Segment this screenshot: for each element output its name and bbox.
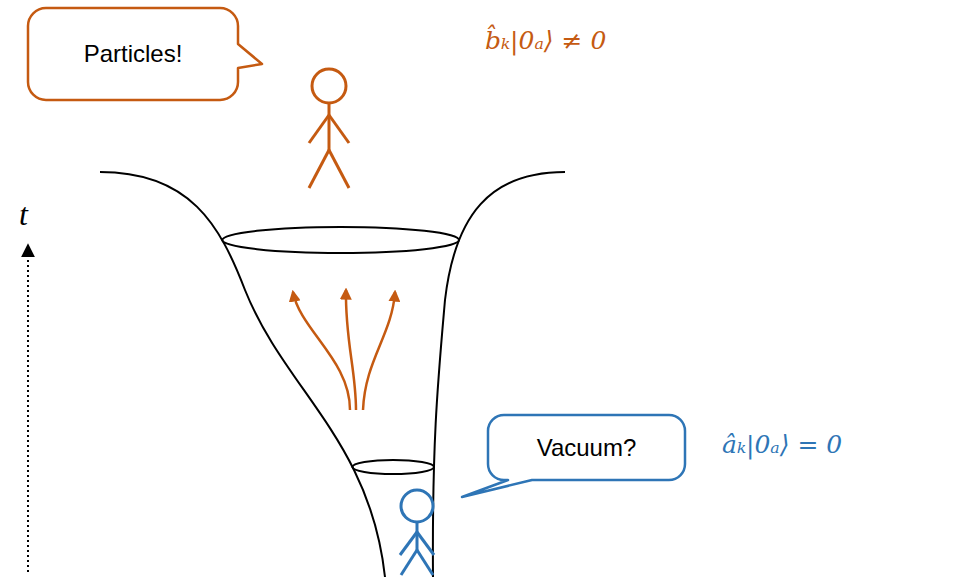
observer-figure <box>400 490 434 575</box>
particle-arrow <box>363 292 395 410</box>
bubble-text: Vacuum? <box>537 434 637 462</box>
funnel-wall <box>433 172 565 577</box>
time-axis <box>27 246 29 572</box>
slice-ellipse <box>222 227 459 253</box>
particle-arrow <box>293 292 350 410</box>
slice-ellipse <box>352 460 434 474</box>
axis-label: t <box>19 196 28 233</box>
operator-equation: âₖ|0ₐ⟩ = 0 <box>722 430 842 459</box>
particle-arrow <box>346 290 356 410</box>
operator-equation: b̂ₖ|0ₐ⟩ ≠ 0 <box>485 26 606 55</box>
bubble-text: Particles! <box>84 40 183 68</box>
speech-bubble: Particles! <box>28 8 238 100</box>
observer-figure <box>309 69 349 188</box>
speech-bubble: Vacuum? <box>488 415 685 480</box>
